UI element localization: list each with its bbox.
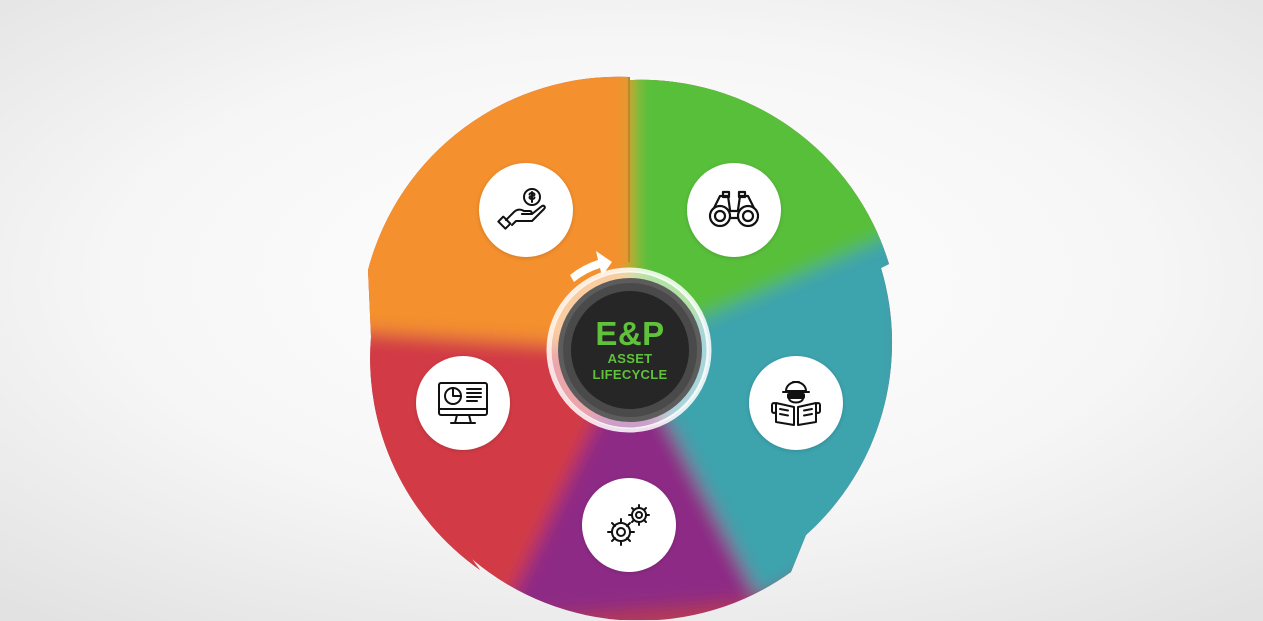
hub-title: E&P (595, 315, 665, 352)
invest-icon-circle (479, 163, 573, 257)
monitor-chart-icon (438, 382, 488, 424)
engineer-blueprint-icon (771, 381, 821, 426)
cycle-arrow-icon (570, 251, 612, 282)
hub-inner: E&P ASSET LIFECYCLE (571, 291, 689, 409)
hand-dollar-icon (497, 188, 546, 230)
monitor-icon-circle (416, 356, 510, 450)
operate-icon-circle (582, 478, 676, 572)
engineer-icon-circle (749, 356, 843, 450)
explore-icon-circle (687, 163, 781, 257)
hub-subtitle-line1: ASSET (607, 351, 653, 366)
binoculars-icon (708, 190, 760, 228)
hub: E&P ASSET LIFECYCLE (563, 283, 697, 417)
hub-subtitle-line2: LIFECYCLE (592, 367, 668, 382)
gears-icon (607, 504, 650, 546)
